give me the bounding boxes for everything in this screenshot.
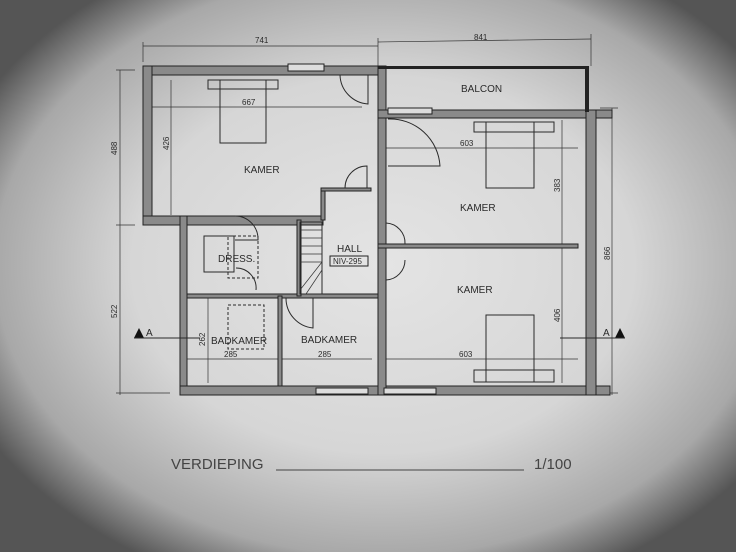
dim-kamer1-width: 667 <box>242 98 256 107</box>
room-label-hall: HALL <box>337 244 362 255</box>
doors <box>234 74 441 329</box>
room-label-kamer-3: KAMER <box>457 285 493 296</box>
windows <box>287 63 437 395</box>
dim-kamer2-width: 603 <box>460 139 474 148</box>
plan-title: VERDIEPING <box>171 456 264 473</box>
room-label-balcon: BALCON <box>461 84 502 95</box>
dim-kamer2-height: 383 <box>553 178 562 192</box>
dim-badkamer1-height: 262 <box>198 332 207 346</box>
svg-text:A: A <box>146 328 153 339</box>
room-label-badkamer-1: BADKAMER <box>211 336 267 347</box>
dim-kamer1-height: 426 <box>162 136 171 150</box>
dim-left-upper: 488 <box>110 141 119 155</box>
hall-level-tag: NIV-295 <box>333 257 362 266</box>
plan-scale: 1/100 <box>534 456 572 473</box>
staircase <box>299 221 323 295</box>
dimension-lines <box>116 34 618 395</box>
dim-badkamer1-width: 285 <box>224 350 238 359</box>
section-mark-right: A <box>560 328 625 339</box>
dim-left-lower: 522 <box>110 304 119 318</box>
furniture <box>203 79 555 383</box>
dim-top-right: 841 <box>474 33 488 42</box>
room-label-kamer-1: KAMER <box>244 165 280 176</box>
dim-badkamer2-width: 285 <box>318 350 332 359</box>
dim-top-left: 741 <box>255 36 269 45</box>
dim-kamer3-width: 603 <box>459 350 473 359</box>
room-label-dress: DRESS. <box>218 254 255 265</box>
svg-text:A: A <box>603 328 610 339</box>
room-label-kamer-2: KAMER <box>460 203 496 214</box>
section-mark-left: A <box>134 328 200 339</box>
room-label-badkamer-2: BADKAMER <box>301 335 357 346</box>
dim-right-total: 866 <box>603 246 612 260</box>
dim-kamer3-height: 406 <box>553 308 562 322</box>
